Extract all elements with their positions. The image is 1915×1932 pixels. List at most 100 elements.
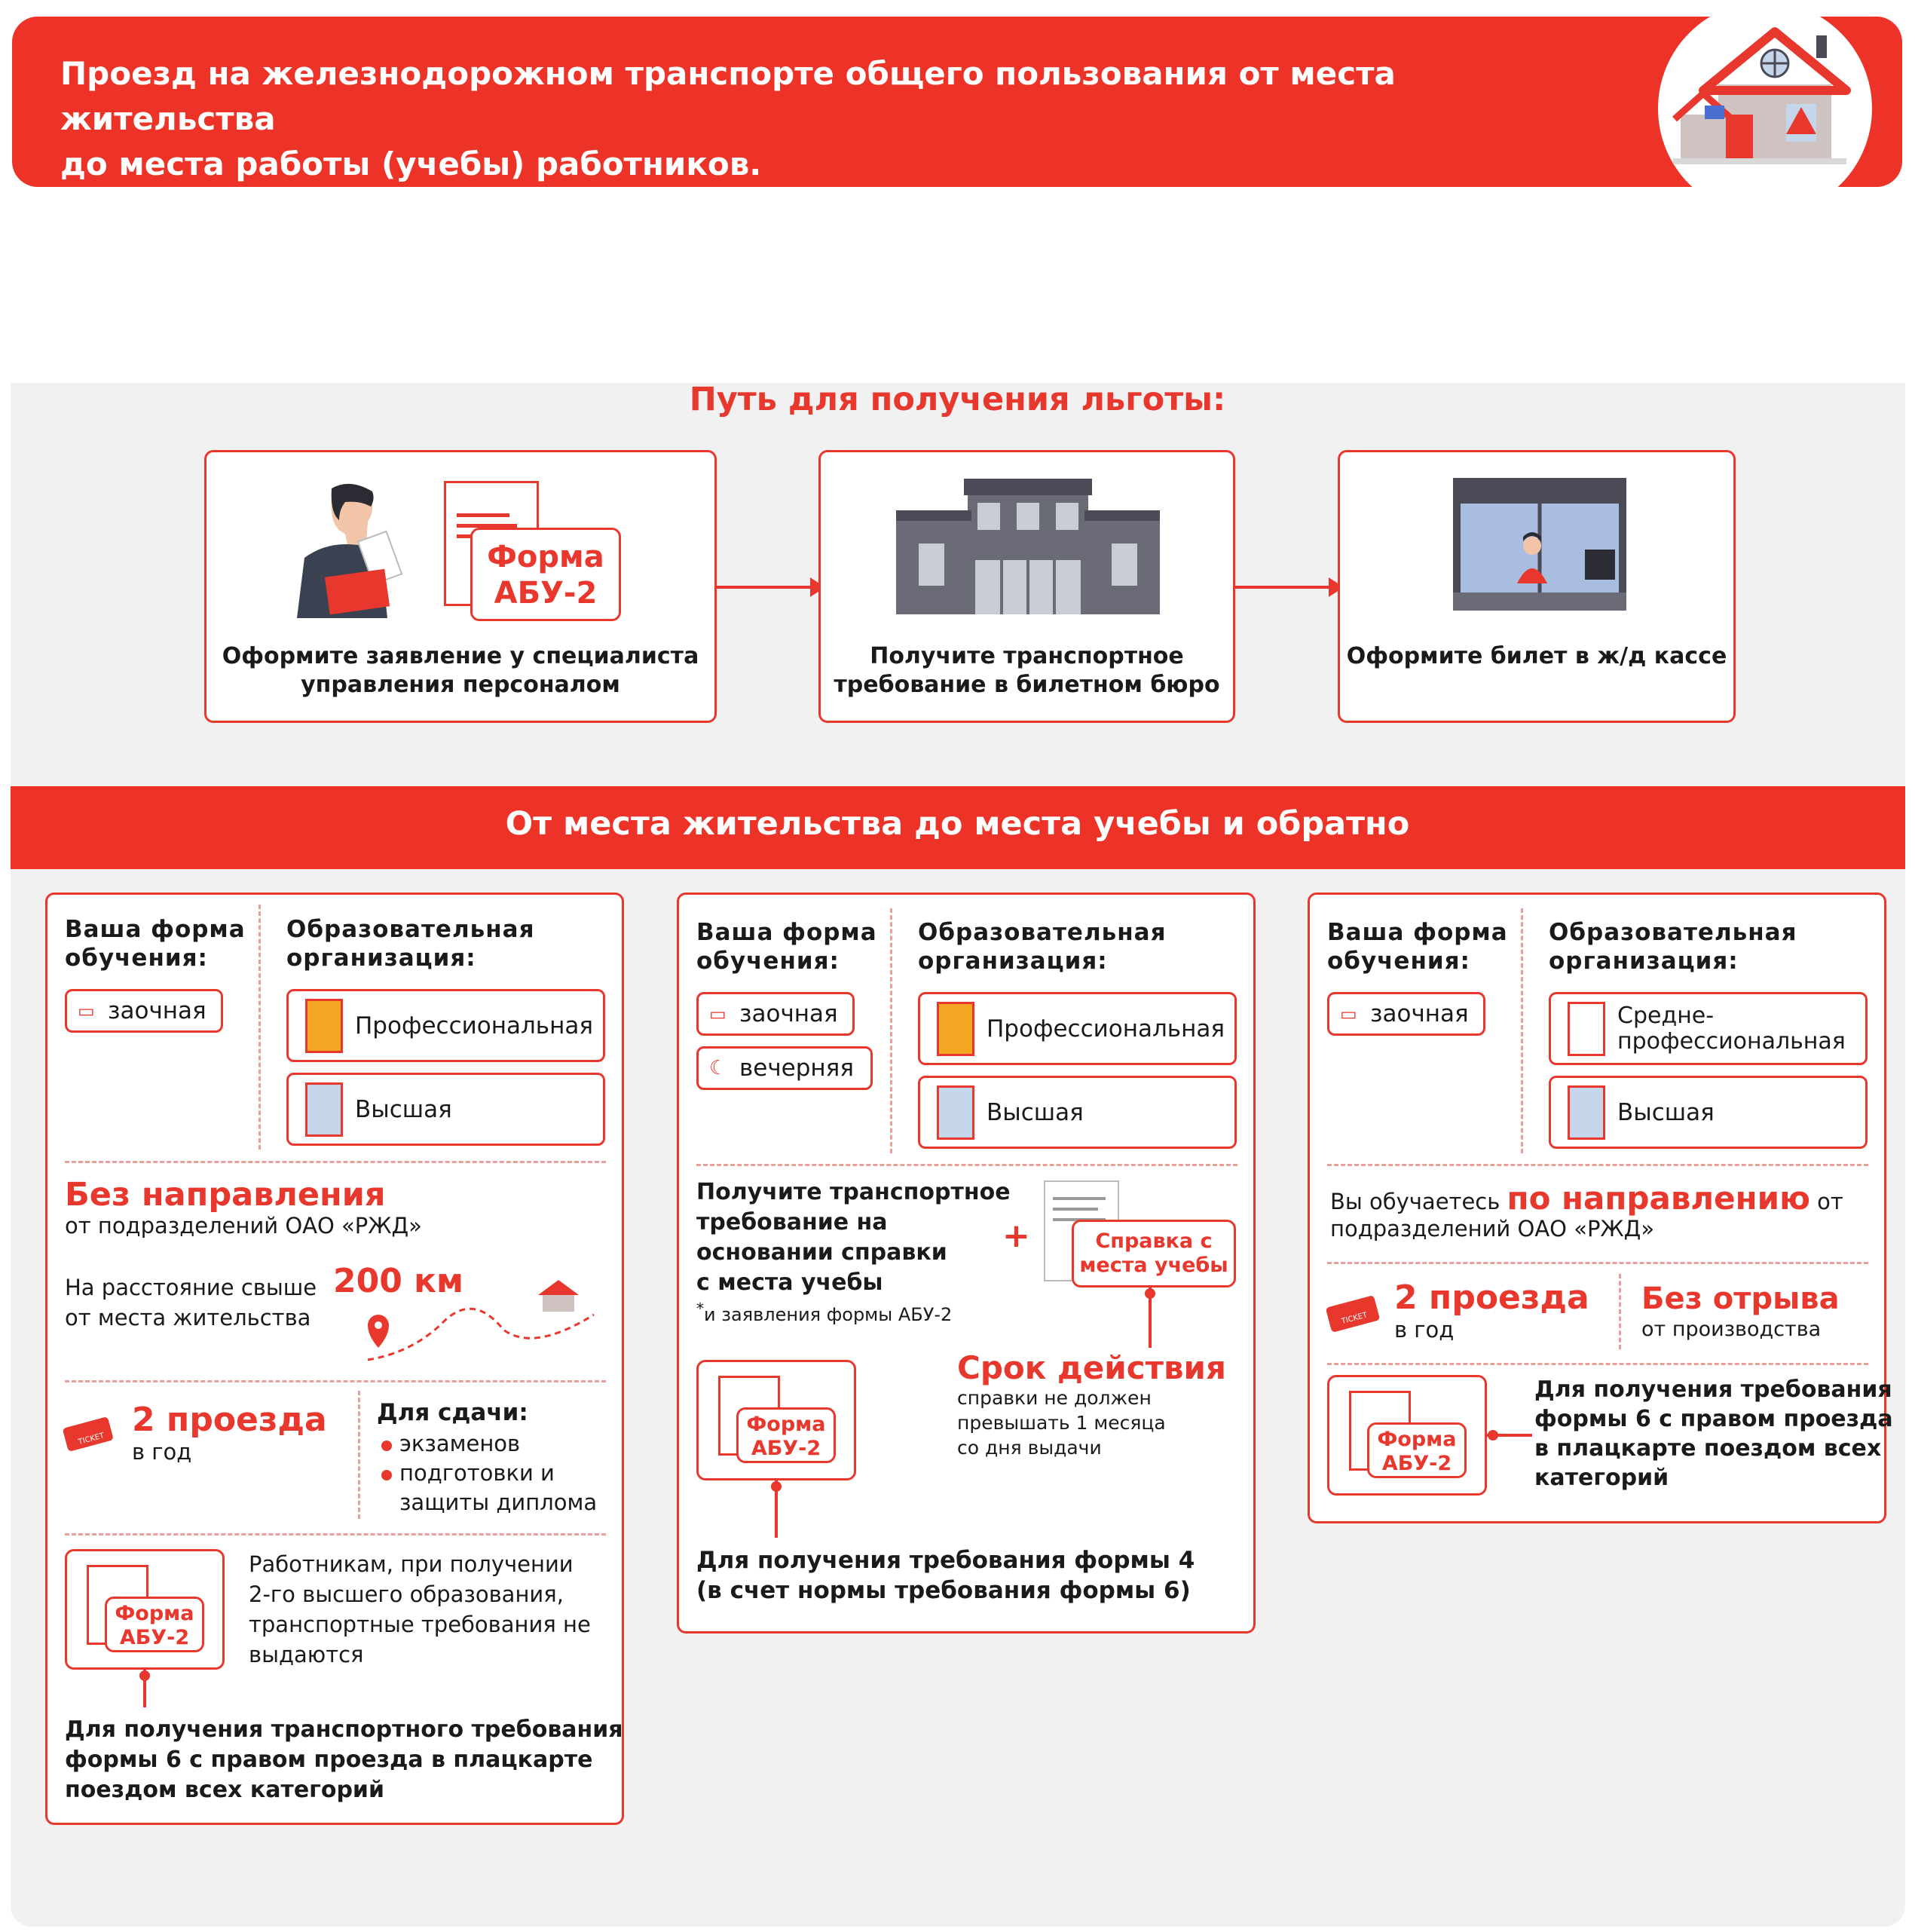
card1-per-year: в год [132,1439,192,1465]
distance-suffix: от места жительства [65,1305,311,1330]
section-band [11,786,1905,869]
monitor-icon: ▭ [709,1003,727,1024]
step-2-card: Получите транспортное требование в билет… [818,450,1235,723]
monitor-icon: ▭ [1340,1003,1357,1024]
note-text: *и заявления формы АБУ-2 [696,1300,953,1325]
building-icon [896,479,1160,614]
no-leave-title: Без отрыва [1641,1281,1840,1316]
arrow-1 [717,586,815,589]
distance-value: 200 км [333,1262,463,1300]
no-direction-title: Без направления [65,1176,386,1214]
card3-divider-1 [1327,1164,1868,1166]
validity-title: Срок действия [957,1349,1226,1386]
path-title: Путь для получения льготы: [689,381,1226,418]
diploma-icon [305,1082,343,1137]
title-line-1: Проезд на железнодорожном транспорте общ… [60,55,1396,137]
step-1-card: Форма АБУ-2 Оформите заявление у специал… [204,450,717,723]
bullet-preparation: подготовки и [399,1460,555,1486]
card3-divider-3 [1327,1363,1868,1365]
card2-mode-correspondence: ▭ заочная [696,992,855,1036]
connector-dot [139,1670,150,1681]
card1-divider-v [258,905,261,1150]
card3-divider-v [1521,908,1523,1153]
card1-divider-2 [65,1380,606,1382]
card3-per-year: в год [1394,1317,1455,1343]
connector-dot [1145,1288,1155,1299]
certificate-icon [937,1001,974,1056]
card1-divider-3 [65,1533,606,1535]
connector-dot [771,1481,782,1492]
step-3-text: Оформите билет в ж/д кассе [1346,643,1727,669]
card3-trips: 2 проезда [1394,1278,1589,1317]
no-leave-subtitle: от производства [1641,1318,1822,1341]
monitor-icon: ▭ [78,1000,95,1021]
card1-trips: 2 проезда [132,1401,327,1439]
arrow-2 [1235,586,1333,589]
card1-mode-correspondence: ▭ заочная [65,989,223,1033]
card2-org-higher: Высшая [918,1076,1237,1149]
bullet-exams: экзаменов [399,1431,521,1456]
step-2-text-line-1: Получите транспортное [870,643,1184,669]
for-passing-title: Для сдачи: [377,1399,528,1426]
ticket-icon: TICKET [63,1417,113,1451]
certificate-icon [1568,1001,1605,1056]
person-reading-icon [297,483,403,618]
diploma-icon [937,1085,974,1140]
connector-line [1149,1287,1152,1348]
step-2-text-line-2: требование в билетном бюро [834,672,1220,698]
card2-org-professional: Профессиональная [918,992,1237,1065]
plus-sign: + [1002,1217,1030,1255]
connector-line [1487,1434,1532,1437]
connector-dot [1488,1430,1498,1441]
card2-mode-evening: ☾ вечерняя [696,1046,873,1090]
bullet-dot [381,1441,392,1451]
header-banner [12,17,1902,187]
card1-org-professional: Профессиональная [286,989,605,1062]
card2-divider-1 [696,1164,1237,1166]
title-line-2: до места работы (учебы) работников. [60,145,762,182]
connector-line [775,1480,778,1538]
section-title: От места жительства до места учебы и обр… [505,805,1410,843]
study-direction-line-2: подразделений ОАО «РЖД» [1330,1216,1655,1242]
card2-divider-v [890,908,892,1153]
bullet-diploma: защиты диплома [399,1490,598,1515]
connector-line [143,1670,146,1707]
moon-icon: ☾ [709,1057,727,1079]
card2-bottom-text: Для получения требования формы 4(в счет … [696,1547,1195,1604]
step-1-text-line-2: управления персоналом [301,672,620,698]
card3-divider-v2 [1619,1274,1621,1349]
bullet-dot [381,1470,392,1480]
card3-divider-2 [1327,1262,1868,1264]
card3-org-higher: Высшая [1549,1076,1868,1149]
diploma-icon [1568,1085,1605,1140]
from-rzd-text: от подразделений ОАО «РЖД» [65,1213,422,1239]
form-abu2-badge: Форма АБУ-2 [470,528,621,621]
card3-org-secondary: Средне-профессиональная [1549,992,1868,1065]
study-direction-text: Вы обучаетесь по направлению от [1330,1180,1843,1217]
certificate-icon [305,998,343,1053]
card1-divider-1 [65,1161,606,1163]
card1-divider-v2 [358,1391,360,1519]
route-icon [367,1280,595,1361]
page-title: Проезд на железнодорожном транспорте общ… [60,51,1605,187]
house-icon [1658,2,1872,216]
distance-prefix: На расстояние свыше [65,1275,317,1300]
